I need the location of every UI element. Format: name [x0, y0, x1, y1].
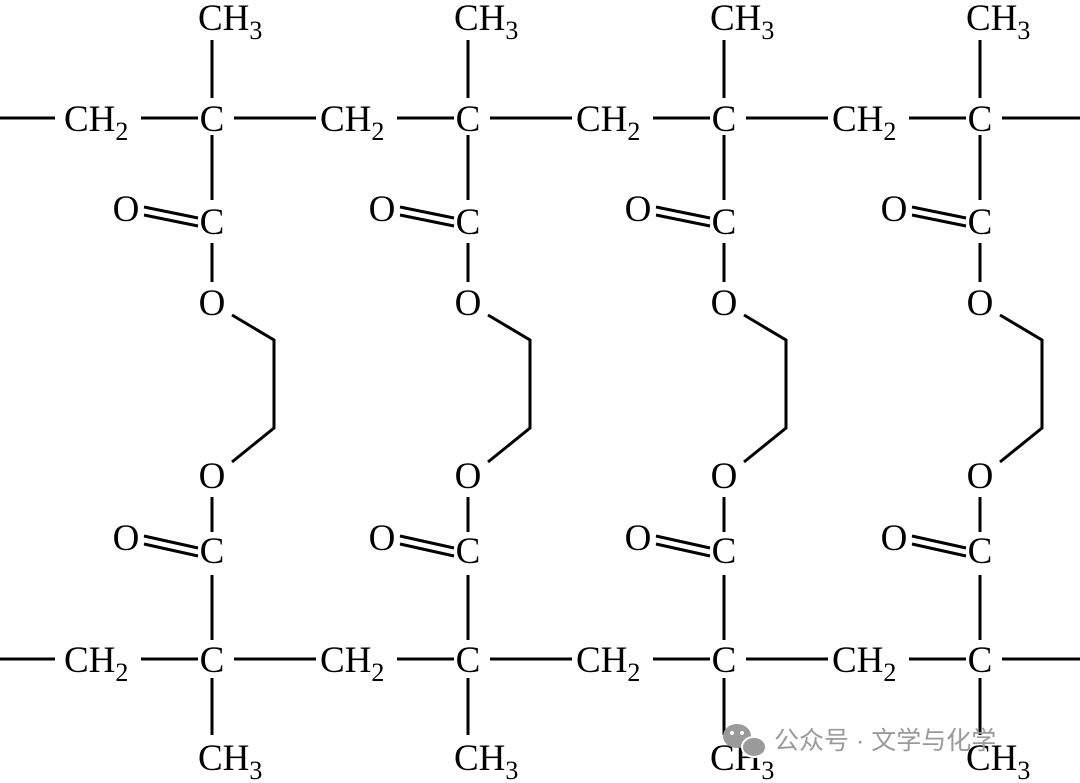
- bottom-quaternary-carbon-2: C: [712, 640, 737, 681]
- bottom-ch2-3: CH2: [832, 640, 896, 687]
- ethylene-bridge-1: [487, 313, 532, 464]
- bottom-ester-oxygen-2: O: [711, 456, 738, 497]
- bottom-carbonyl-double-a-0: [143, 534, 199, 550]
- bottom-ester-oxygen-0: O: [199, 456, 226, 497]
- top-carbonyl-carbon-3: C: [968, 202, 993, 243]
- bottom-carbonyl-double-a-1: [399, 534, 455, 550]
- top-carbonyl-double-a-2: [655, 205, 711, 220]
- top-quaternary-carbon-2: C: [712, 99, 737, 140]
- top-methyl-2: CH3: [710, 0, 774, 45]
- bottom-ch2-0: CH2: [64, 640, 128, 687]
- watermark: 公众号 · 文学与化学: [723, 724, 996, 758]
- top-carbonyl-oxygen-3: O: [881, 189, 908, 230]
- top-carbonyl-double-b-2: [655, 213, 711, 228]
- top-carbonyl-carbon-0: C: [200, 202, 225, 243]
- top-ester-oxygen-3: O: [967, 283, 994, 324]
- bottom-carbonyl-double-a-2: [655, 534, 711, 550]
- top-carbonyl-oxygen-1: O: [369, 189, 396, 230]
- top-ch2-1: CH2: [320, 99, 384, 146]
- bottom-carbonyl-double-a-3: [911, 534, 967, 550]
- top-carbonyl-double-a-3: [911, 205, 967, 220]
- bottom-ester-oxygen-3: O: [967, 456, 994, 497]
- bottom-carbonyl-double-b-1: [399, 542, 455, 558]
- bottom-carbonyl-oxygen-3: O: [881, 518, 908, 559]
- top-methyl-3: CH3: [966, 0, 1030, 45]
- bottom-carbonyl-double-b-3: [911, 542, 967, 558]
- bottom-carbonyl-carbon-0: C: [200, 531, 225, 572]
- bottom-ch2-1: CH2: [320, 640, 384, 687]
- top-carbonyl-double-b-1: [399, 213, 455, 228]
- ethylene-bridge-2: [743, 313, 788, 464]
- top-ch2-3: CH2: [832, 99, 896, 146]
- bottom-carbonyl-carbon-1: C: [456, 531, 481, 572]
- top-quaternary-carbon-0: C: [200, 99, 225, 140]
- bottom-quaternary-carbon-3: C: [968, 640, 993, 681]
- top-carbonyl-double-a-0: [143, 205, 199, 220]
- bottom-quaternary-carbon-1: C: [456, 640, 481, 681]
- top-carbonyl-double-b-0: [143, 213, 199, 228]
- bottom-carbonyl-oxygen-2: O: [625, 518, 652, 559]
- bottom-carbonyl-carbon-3: C: [968, 531, 993, 572]
- bottom-carbonyl-carbon-2: C: [712, 531, 737, 572]
- top-carbonyl-carbon-2: C: [712, 202, 737, 243]
- top-ester-oxygen-1: O: [455, 283, 482, 324]
- top-carbonyl-double-b-3: [911, 213, 967, 228]
- top-ch2-0: CH2: [64, 99, 128, 146]
- top-carbonyl-carbon-1: C: [456, 202, 481, 243]
- bottom-carbonyl-oxygen-0: O: [113, 518, 140, 559]
- top-quaternary-carbon-1: C: [456, 99, 481, 140]
- top-methyl-0: CH3: [198, 0, 262, 45]
- top-ester-oxygen-0: O: [199, 283, 226, 324]
- bottom-carbonyl-double-b-2: [655, 542, 711, 558]
- ethylene-bridge-3: [999, 313, 1044, 464]
- bottom-methyl-0: CH3: [198, 738, 262, 783]
- bottom-quaternary-carbon-0: C: [200, 640, 225, 681]
- ethylene-bridge-0: [231, 313, 276, 464]
- wechat-icon: [723, 724, 767, 758]
- bottom-ch2-2: CH2: [576, 640, 640, 687]
- top-ester-oxygen-2: O: [711, 283, 738, 324]
- bottom-methyl-1: CH3: [454, 738, 518, 783]
- top-quaternary-carbon-3: C: [968, 99, 993, 140]
- bond-lines: [0, 40, 1080, 735]
- bottom-carbonyl-oxygen-1: O: [369, 518, 396, 559]
- top-ch2-2: CH2: [576, 99, 640, 146]
- top-methyl-1: CH3: [454, 0, 518, 45]
- bottom-carbonyl-double-b-0: [143, 542, 199, 558]
- bottom-ester-oxygen-1: O: [455, 456, 482, 497]
- top-carbonyl-oxygen-2: O: [625, 189, 652, 230]
- top-carbonyl-oxygen-0: O: [113, 189, 140, 230]
- watermark-text: 公众号 · 文学与化学: [774, 727, 996, 755]
- top-carbonyl-double-a-1: [399, 205, 455, 220]
